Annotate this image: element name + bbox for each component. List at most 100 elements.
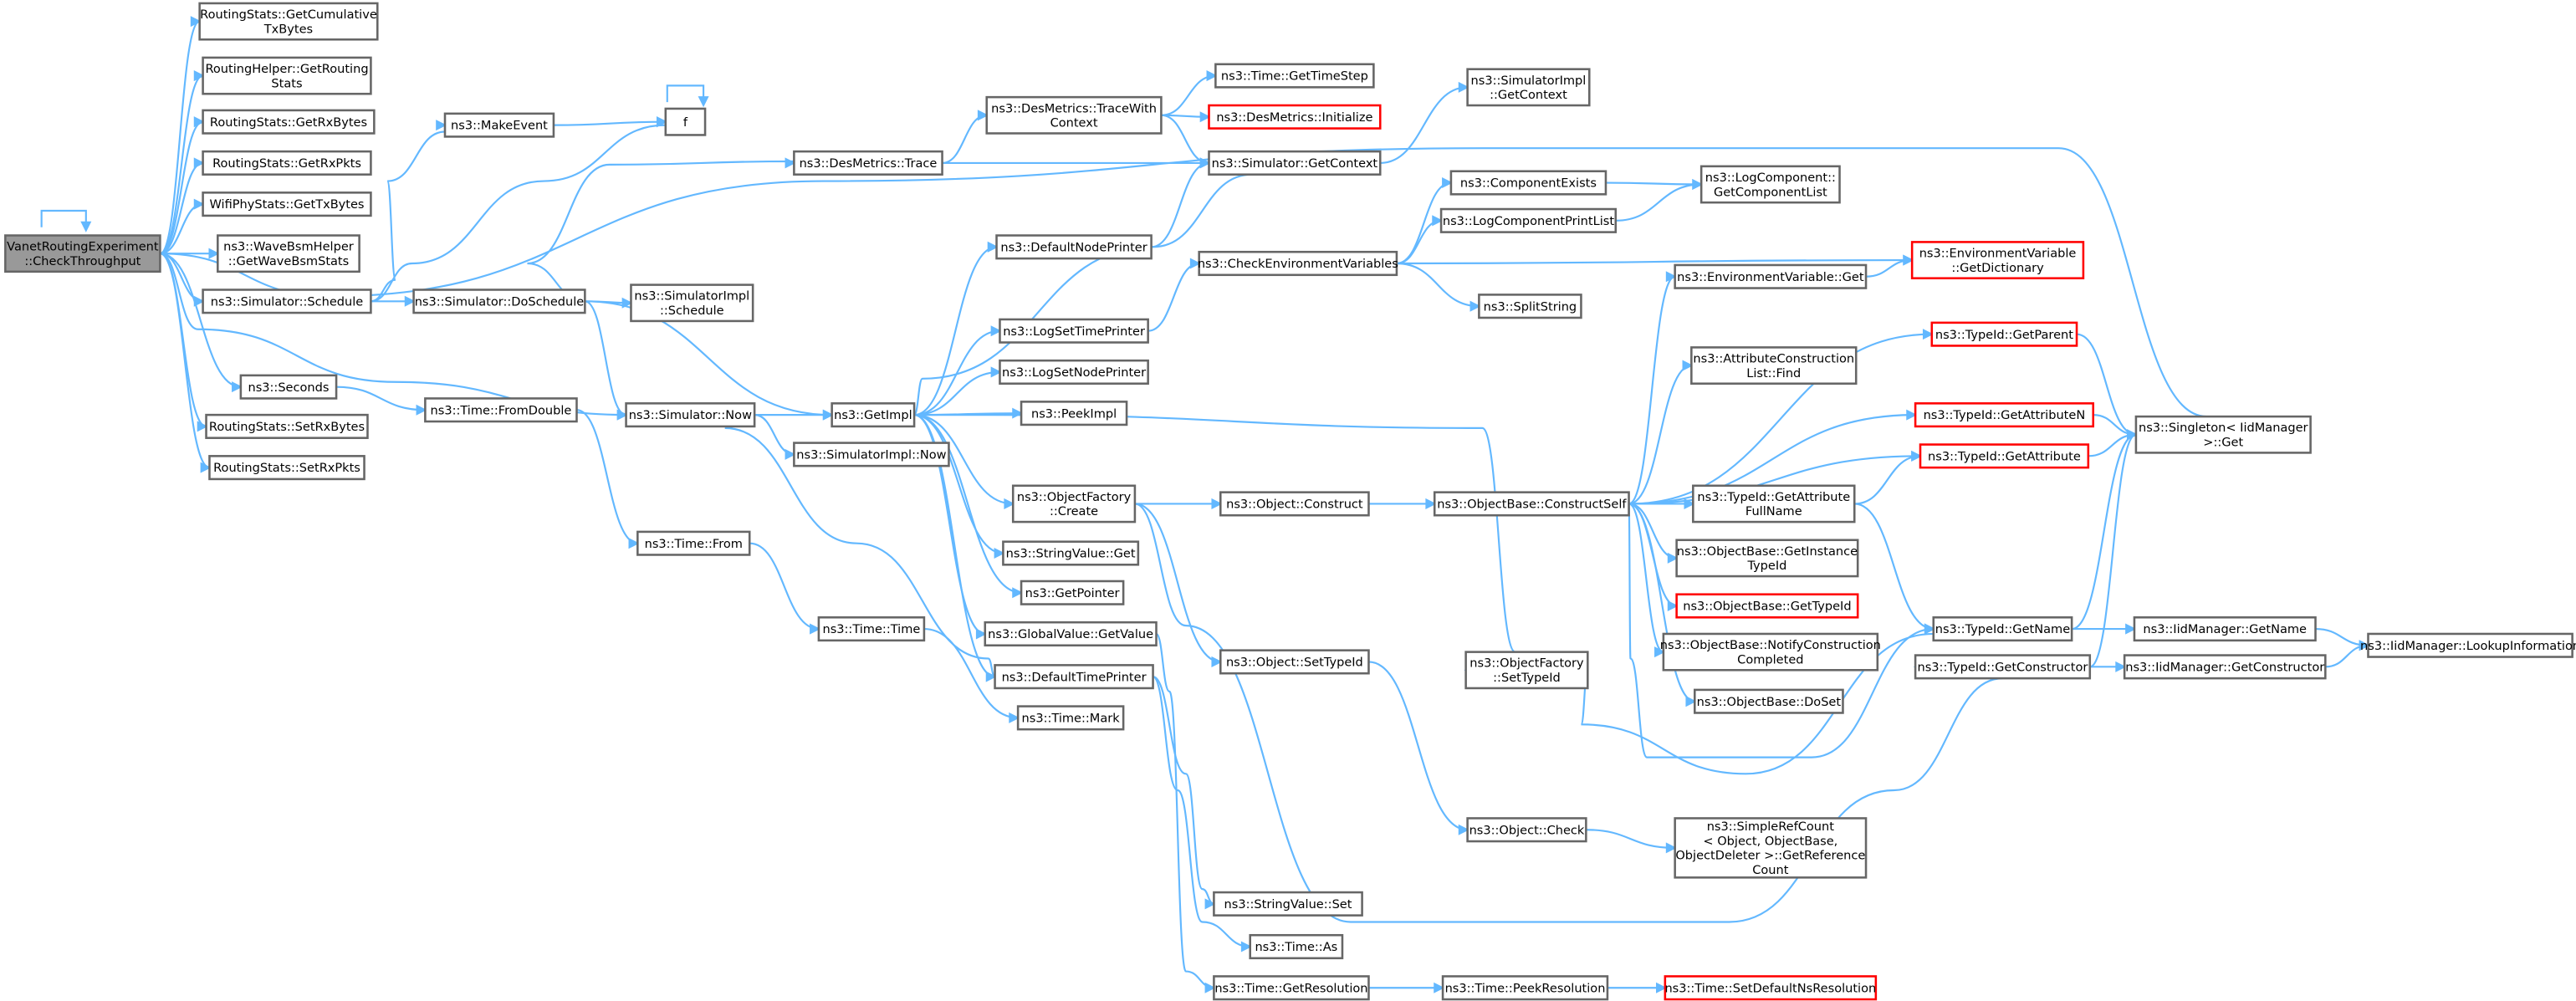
node-typeid-getconstructor[interactable]: ns3::TypeId::GetConstructor	[1914, 654, 2092, 680]
node-objbase-constructself[interactable]: ns3::ObjectBase::ConstructSelf	[1433, 491, 1630, 517]
node-box	[202, 289, 372, 314]
node-singleton-get[interactable]: ns3::Singleton< IidManager>::Get	[2134, 415, 2312, 454]
edge-seconds-to-fromdouble	[336, 386, 427, 416]
node-wavebsm[interactable]: ns3::WaveBsmHelper::GetWaveBsmStats	[217, 234, 360, 273]
node-simplerefcount[interactable]: ns3::SimpleRefCount< Object, ObjectBase,…	[1674, 817, 1868, 879]
node-label: ns3::Time::FromDouble	[431, 403, 572, 417]
node-label: ns3::Time::PeekResolution	[1445, 981, 1606, 995]
edge-root-to-rh_getstats	[159, 70, 205, 255]
node-sim-getcontext[interactable]: ns3::Simulator::GetContext	[1208, 150, 1382, 176]
node-label: ns3::Seconds	[248, 380, 329, 395]
node-objbase-gettypeid[interactable]: ns3::ObjectBase::GetTypeId	[1675, 593, 1859, 619]
node-object-settypeid[interactable]: ns3::Object::SetTypeId	[1219, 649, 1370, 675]
node-iid-getname[interactable]: ns3::IidManager::GetName	[2133, 616, 2317, 642]
node-time-peekresolution[interactable]: ns3::Time::PeekResolution	[1441, 975, 1609, 1001]
node-objbase-notifyconstr[interactable]: ns3::ObjectBase::NotifyConstructionCompl…	[1660, 632, 1881, 672]
node-label: ns3::ObjectBase::GetTypeId	[1683, 600, 1851, 614]
node-time-gettimestep[interactable]: ns3::Time::GetTimeStep	[1214, 63, 1375, 89]
node-label: Count	[1752, 863, 1788, 877]
node-label: ns3::AttributeConstruction	[1693, 352, 1854, 366]
node-typeid-getparent[interactable]: ns3::TypeId::GetParent	[1930, 321, 2078, 347]
node-f[interactable]: f	[664, 107, 707, 136]
node-doschedule[interactable]: ns3::Simulator::DoSchedule	[412, 289, 586, 314]
node-rs-setrxpkts[interactable]: RoutingStats::SetRxPkts	[208, 455, 365, 481]
node-check-env-vars[interactable]: ns3::CheckEnvironmentVariables	[1198, 250, 1398, 277]
edge-getimpl-to-getpointer	[914, 414, 1024, 599]
node-label: FullName	[1745, 504, 1802, 518]
node-objfactory-settypeid[interactable]: ns3::ObjectFactory::SetTypeId	[1464, 651, 1589, 690]
node-logcomponent-getlist[interactable]: ns3::LogComponent::GetComponentList	[1699, 165, 1841, 204]
node-iid-lookupinfo[interactable]: ns3::IidManager::LookupInformation	[2360, 632, 2576, 658]
node-time-setdefaultns[interactable]: ns3::Time::SetDefaultNsResolution	[1664, 975, 1878, 1001]
node-desmetrics-initialize[interactable]: ns3::DesMetrics::Initialize	[1208, 104, 1382, 130]
node-label: f	[683, 115, 688, 130]
node-envvar-getdict[interactable]: ns3::EnvironmentVariable::GetDictionary	[1910, 241, 2085, 279]
node-component-exists[interactable]: ns3::ComponentExists	[1449, 170, 1607, 196]
node-globalvalue-getvalue[interactable]: ns3::GlobalValue::GetValue	[984, 621, 1158, 647]
node-sim-now[interactable]: ns3::Simulator::Now	[625, 402, 756, 428]
node-box	[1692, 484, 1856, 523]
node-time-mark[interactable]: ns3::Time::Mark	[1016, 705, 1125, 731]
node-typeid-getattribute[interactable]: ns3::TypeId::GetAttribute	[1919, 443, 2090, 469]
node-fromdouble[interactable]: ns3::Time::FromDouble	[424, 397, 578, 423]
node-logsetnodeprinter[interactable]: ns3::LogSetNodePrinter	[999, 359, 1149, 385]
node-objbase-doset[interactable]: ns3::ObjectBase::DoSet	[1694, 688, 1844, 714]
edge-time_peekresolution-to-time_setdefaultns	[1607, 982, 1668, 993]
node-stringvalue-get[interactable]: ns3::StringValue::Get	[1002, 540, 1140, 566]
node-logsettimeprinter[interactable]: ns3::LogSetTimePrinter	[999, 318, 1149, 344]
node-rs-setrxbytes[interactable]: RoutingStats::SetRxBytes	[205, 413, 369, 439]
node-simimpl-getcontext[interactable]: ns3::SimulatorImpl::GetContext	[1466, 68, 1591, 107]
node-iid-getconstructor[interactable]: ns3::IidManager::GetConstructor	[2123, 654, 2327, 680]
node-box	[1932, 616, 2073, 642]
node-envvar-get[interactable]: ns3::EnvironmentVariable::Get	[1674, 263, 1868, 289]
node-splitstring[interactable]: ns3::SplitString	[1478, 294, 1582, 319]
node-label: ns3::IidManager::GetConstructor	[2125, 660, 2324, 674]
node-wifi-txbytes[interactable]: WifiPhyStats::GetTxBytes	[202, 192, 372, 217]
node-typeid-getattrn[interactable]: ns3::TypeId::GetAttributeN	[1914, 402, 2094, 428]
edge-typeid_getconstructor-to-iid_getconstructor	[2089, 661, 2127, 672]
node-time-getresolution[interactable]: ns3::Time::GetResolution	[1213, 975, 1370, 1001]
node-box	[1478, 294, 1582, 319]
node-typeid-getname[interactable]: ns3::TypeId::GetName	[1932, 616, 2073, 642]
node-stringvalue-set[interactable]: ns3::StringValue::Set	[1213, 891, 1363, 917]
node-rs-getrxpkts[interactable]: RoutingStats::GetRxPkts	[202, 150, 372, 176]
node-default-node-printer[interactable]: ns3::DefaultNodePrinter	[995, 234, 1153, 260]
node-sim-schedule[interactable]: ns3::Simulator::Schedule	[202, 289, 372, 314]
node-getpointer[interactable]: ns3::GetPointer	[1020, 580, 1125, 605]
node-seconds[interactable]: ns3::Seconds	[239, 374, 338, 400]
edge-makeevent-to-f	[553, 116, 668, 128]
node-peekimpl[interactable]: ns3::PeekImpl	[1020, 401, 1128, 426]
node-time-from[interactable]: ns3::Time::From	[636, 530, 751, 556]
node-objfactory-create[interactable]: ns3::ObjectFactory::Create	[1011, 484, 1137, 523]
node-makeevent[interactable]: ns3::MakeEvent	[443, 112, 555, 138]
node-label: ::GetContext	[1490, 88, 1567, 102]
node-simimpl-now[interactable]: ns3::SimulatorImpl::Now	[793, 442, 950, 467]
node-time-time[interactable]: ns3::Time::Time	[817, 616, 926, 642]
node-root[interactable]: VanetRoutingExperiment::CheckThroughput	[4, 234, 161, 273]
node-label: >::Get	[2203, 436, 2243, 450]
node-simimpl-schedule[interactable]: ns3::SimulatorImpl::Schedule	[630, 283, 754, 323]
node-box	[1914, 402, 2094, 428]
node-object-check[interactable]: ns3::Object::Check	[1466, 817, 1587, 843]
edge-globalvalue_getvalue-to-time_getresolution	[1155, 632, 1216, 993]
edge-time_time-to-time_mark	[923, 627, 1020, 723]
node-box	[2123, 654, 2327, 680]
edge-root-to-root	[40, 209, 92, 232]
node-label: ns3::ObjectFactory	[1469, 656, 1584, 671]
node-object-construct[interactable]: ns3::Object::Construct	[1219, 491, 1370, 517]
node-default-time-printer[interactable]: ns3::DefaultTimePrinter	[994, 664, 1154, 690]
node-time-as[interactable]: ns3::Time::As	[1249, 933, 1344, 960]
node-rs-getrxbytes[interactable]: RoutingStats::GetRxBytes	[202, 109, 376, 135]
node-logcomponentprintlist[interactable]: ns3::LogComponentPrintList	[1439, 207, 1618, 233]
node-box	[1213, 891, 1363, 917]
node-label: ns3::IidManager::LookupInformation	[2360, 639, 2576, 653]
node-desmetrics-trace[interactable]: ns3::DesMetrics::Trace	[793, 150, 943, 176]
node-getimpl[interactable]: ns3::GetImpl	[831, 402, 916, 428]
node-box	[994, 664, 1154, 690]
